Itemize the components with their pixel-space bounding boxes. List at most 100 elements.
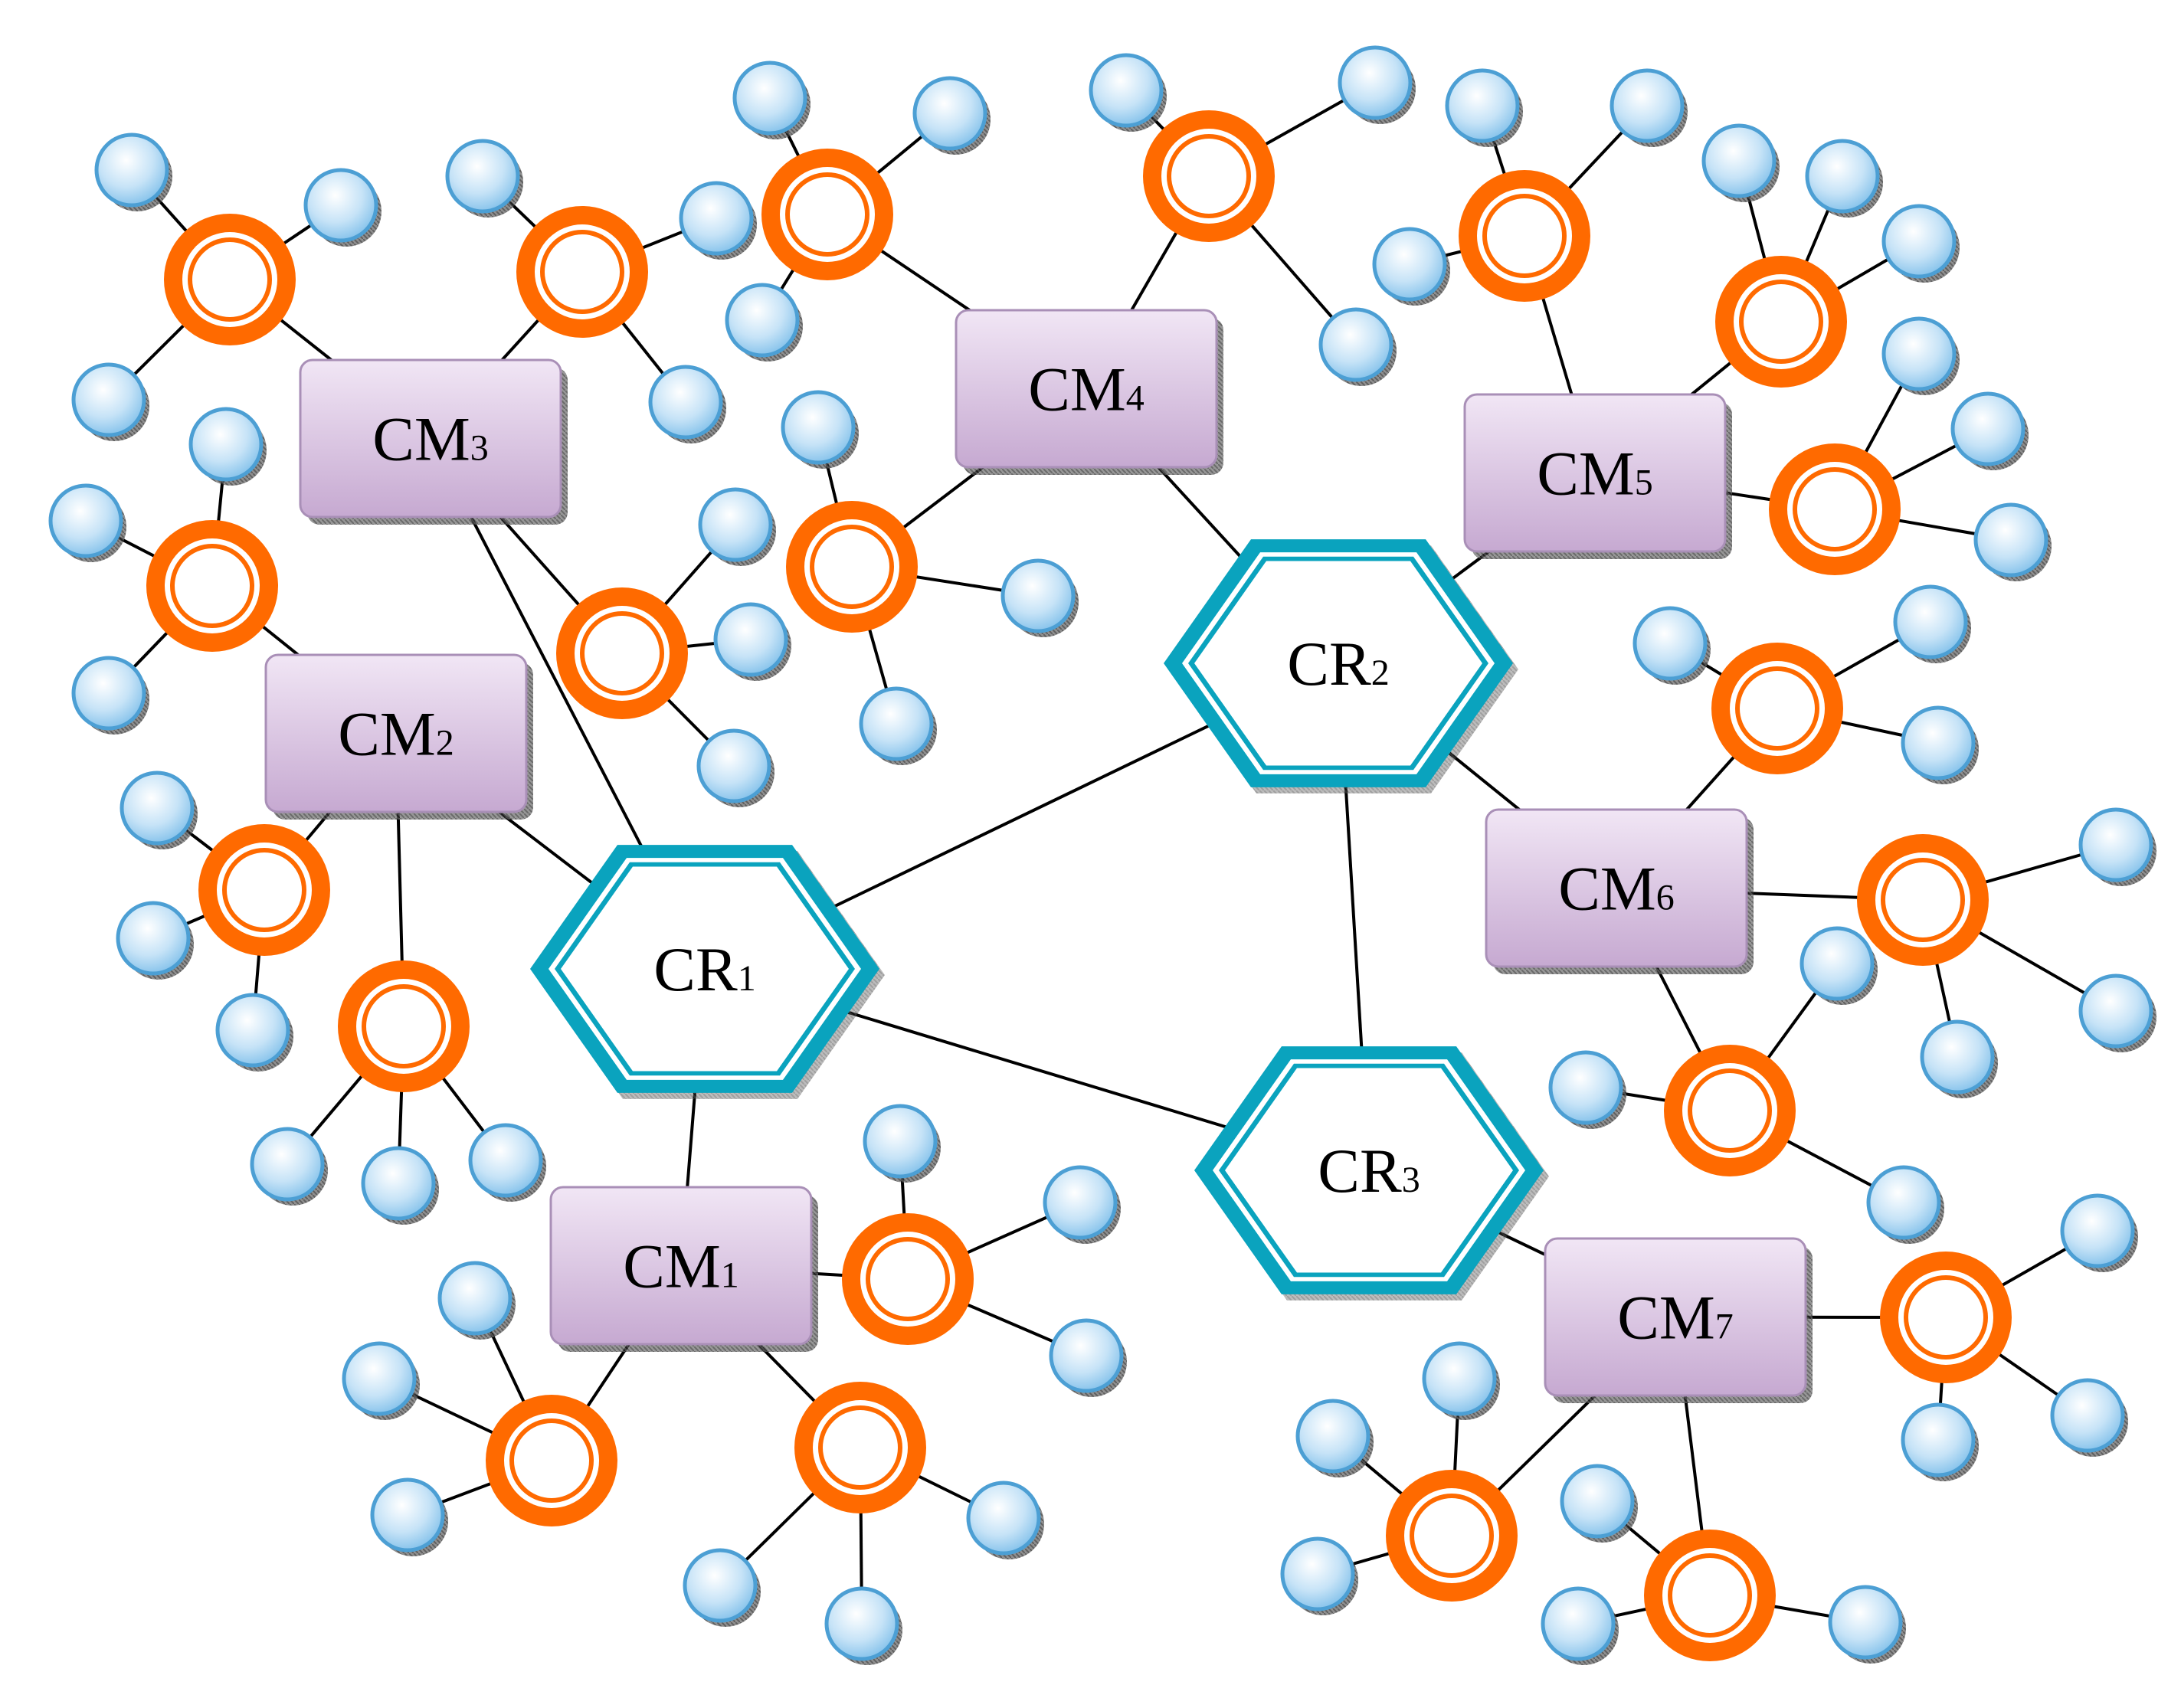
- sphere-icon: [2078, 807, 2156, 886]
- sphere-icon: [1799, 926, 1878, 1005]
- sphere-icon: [1920, 1019, 1998, 1098]
- sphere-icon: [188, 407, 267, 486]
- manager-label-main: CM: [1537, 439, 1635, 509]
- ring-icon: [198, 824, 330, 956]
- manager-cm3: CM3: [299, 358, 568, 525]
- sphere-icon: [303, 168, 382, 247]
- sphere-icon: [468, 1123, 546, 1202]
- sphere-icon: [648, 365, 726, 443]
- sphere-icon: [1701, 123, 1780, 202]
- router-label-main: CR: [653, 934, 738, 1004]
- ring-icon: [1386, 1470, 1518, 1602]
- devices-layer: [48, 45, 2156, 1665]
- sphere-icon: [2078, 973, 2156, 1052]
- sphere-icon: [1089, 53, 1167, 132]
- sphere-icon: [1973, 502, 2052, 581]
- sphere-icon: [1280, 1536, 1358, 1615]
- sphere-icon: [1548, 1050, 1626, 1129]
- cluster-heads-layer: [146, 110, 2012, 1661]
- sphere-icon: [1445, 68, 1523, 147]
- manager-label: CM5: [1537, 439, 1653, 509]
- manager-cm7: CM7: [1544, 1237, 1813, 1403]
- router-cr1: CR1: [530, 845, 885, 1099]
- ring-icon: [1459, 170, 1590, 302]
- ring-icon: [556, 587, 688, 719]
- ring-icon: [1715, 256, 1847, 388]
- ring-icon: [761, 149, 893, 280]
- ring-icon: [516, 206, 648, 338]
- sphere-icon: [683, 1548, 761, 1627]
- sphere-icon: [71, 362, 149, 441]
- manager-label-sub: 2: [436, 723, 454, 764]
- sphere-icon: [1000, 558, 1079, 637]
- sphere-icon: [1541, 1586, 1619, 1665]
- sphere-icon: [1901, 705, 1979, 784]
- manager-cm2: CM2: [264, 653, 533, 820]
- sphere-icon: [1560, 1464, 1638, 1543]
- ring-icon: [1857, 834, 1989, 966]
- sphere-icon: [966, 1481, 1044, 1559]
- router-cr3: CR3: [1194, 1046, 1549, 1301]
- router-label-sub: 1: [738, 958, 756, 999]
- manager-cm6: CM6: [1485, 808, 1754, 974]
- manager-label-sub: 1: [721, 1255, 739, 1296]
- router-label: CR1: [653, 934, 755, 1004]
- manager-cm5: CM5: [1463, 393, 1732, 559]
- sphere-icon: [1805, 139, 1883, 218]
- sphere-icon: [342, 1341, 420, 1420]
- sphere-icon: [1866, 1165, 1944, 1244]
- ring-icon: [786, 501, 918, 633]
- router-label-main: CR: [1287, 629, 1371, 699]
- sphere-icon: [1422, 1341, 1500, 1420]
- sphere-icon: [679, 181, 757, 260]
- manager-label: CM4: [1028, 355, 1145, 424]
- ring-icon: [1143, 110, 1275, 242]
- sphere-icon: [1338, 45, 1416, 124]
- sphere-icon: [859, 686, 937, 765]
- manager-label: CM3: [372, 404, 489, 474]
- sphere-icon: [781, 390, 859, 469]
- sphere-icon: [696, 728, 774, 807]
- manager-label-main: CM: [338, 699, 436, 769]
- sphere-icon: [71, 656, 149, 735]
- sphere-icon: [713, 602, 791, 681]
- router-label: CR2: [1287, 629, 1389, 699]
- sphere-icon: [120, 771, 198, 849]
- sphere-icon: [2050, 1378, 2128, 1457]
- router-cr2: CR2: [1164, 539, 1518, 793]
- sphere-icon: [370, 1477, 448, 1556]
- sphere-icon: [445, 139, 523, 218]
- sphere-icon: [48, 483, 126, 562]
- ring-icon: [1769, 443, 1901, 575]
- sphere-icon: [361, 1146, 439, 1225]
- sphere-icon: [1372, 227, 1450, 306]
- manager-label: CM1: [623, 1232, 739, 1301]
- sphere-icon: [2060, 1193, 2138, 1272]
- manager-label-main: CM: [1028, 355, 1126, 424]
- sphere-icon: [116, 901, 194, 980]
- manager-label-main: CM: [1617, 1283, 1715, 1353]
- sphere-icon: [1893, 584, 1971, 663]
- sphere-icon: [250, 1127, 328, 1206]
- ring-icon: [1880, 1252, 2012, 1383]
- manager-label-main: CM: [1558, 854, 1656, 924]
- manager-label: CM7: [1617, 1283, 1734, 1353]
- manager-label-sub: 3: [470, 428, 489, 469]
- ring-icon: [1644, 1530, 1776, 1661]
- manager-label-sub: 7: [1715, 1307, 1734, 1347]
- sphere-icon: [1043, 1165, 1121, 1244]
- manager-label-main: CM: [623, 1232, 721, 1301]
- sphere-icon: [725, 283, 803, 362]
- manager-label-main: CM: [372, 404, 470, 474]
- manager-label: CM6: [1558, 854, 1675, 924]
- manager-label-sub: 5: [1635, 463, 1653, 503]
- sphere-icon: [1881, 204, 1960, 283]
- sphere-icon: [698, 487, 776, 566]
- manager-cm1: CM1: [549, 1186, 818, 1352]
- manager-label: CM2: [338, 699, 454, 769]
- ring-icon: [1664, 1045, 1796, 1176]
- sphere-icon: [1632, 606, 1711, 685]
- ring-icon: [1711, 643, 1843, 774]
- router-label-sub: 3: [1402, 1160, 1420, 1200]
- sphere-icon: [1318, 307, 1397, 386]
